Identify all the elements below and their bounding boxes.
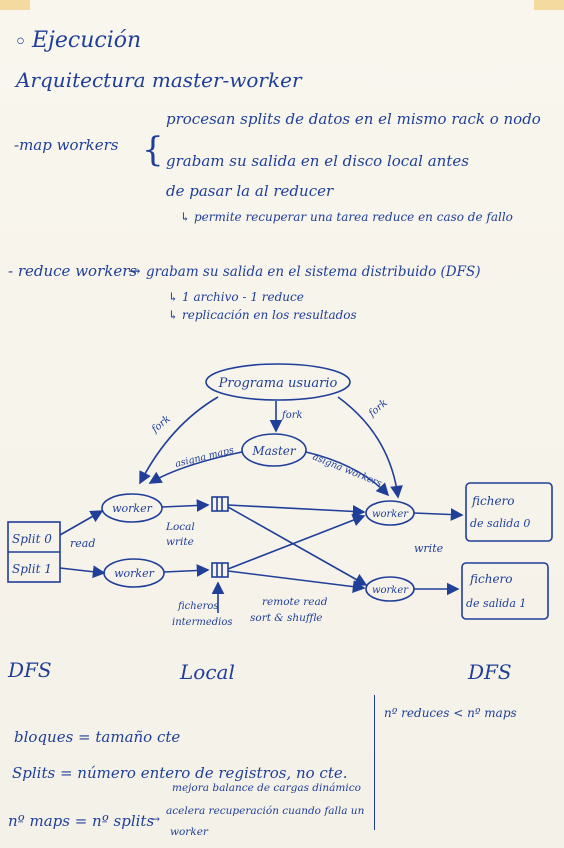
master-label: Master <box>251 444 297 458</box>
map-worker-1-label: worker <box>112 502 152 515</box>
assign-maps-arrow <box>148 451 243 484</box>
assign-maps-label: asigna maps <box>174 445 235 470</box>
reduce-worker-1-label: worker <box>372 509 409 520</box>
note-blocks: bloques = tamaño cte <box>14 728 181 746</box>
local-write-label: Local <box>165 521 195 533</box>
read-label: read <box>70 537 95 550</box>
intermediate-label-a: ficheros <box>177 601 219 612</box>
output-file-1 <box>461 562 549 620</box>
arrow-return-icon: ↳ <box>168 308 179 322</box>
arrow-return-icon: ↳ <box>168 290 179 304</box>
note-splits: Splits = número entero de registros, no … <box>12 764 348 782</box>
write-label: write <box>414 542 444 555</box>
fork-arrow-right <box>337 396 403 499</box>
assign-workers-label: asigna workers <box>311 452 384 490</box>
divider-line <box>374 695 375 830</box>
remote-read-label: remote read <box>262 596 328 608</box>
fork-right-label: fork <box>366 398 390 420</box>
output1-label-a: fichero <box>469 572 513 586</box>
assign-workers-arrow <box>305 451 390 497</box>
split0-label: Split 0 <box>12 532 52 546</box>
intermediate-file-2 <box>211 562 229 578</box>
output0-label-a: fichero <box>471 494 515 508</box>
intermediate-file-1 <box>211 496 229 512</box>
page-corner-mark <box>534 0 564 10</box>
reduce-workers-line1: grabam su salida en el sistema distribui… <box>146 264 481 280</box>
note-maps-detail-1: mejora balance de cargas dinámico <box>172 782 361 794</box>
bullet-icon: ◦ <box>14 30 27 55</box>
program-label: Programa usuario <box>218 376 338 391</box>
map-workers-line3: de pasar la al reducer <box>166 182 334 200</box>
reduce-workers-label: - reduce workers <box>8 262 138 280</box>
page-title: Ejecución <box>32 28 142 53</box>
fork-arrow-left <box>139 396 219 485</box>
intermediate-label-b: intermedios <box>172 617 233 628</box>
map-workers-label: -map workers <box>14 136 119 154</box>
reduce-workers-sub2: replicación en los resultados <box>182 308 357 322</box>
note-maps: nº maps = nº splits <box>8 812 155 830</box>
output0-label-b: de salida 0 <box>470 517 530 530</box>
sort-shuffle-label: sort & shuffle <box>250 612 322 624</box>
output1-label-b: de salida 1 <box>466 597 526 610</box>
local-write-label-2: write <box>166 536 194 548</box>
dfs-label-left: DFS <box>8 658 52 682</box>
output-file-0 <box>465 482 553 542</box>
page-subtitle: Arquitectura master-worker <box>16 68 302 92</box>
arrow-right-icon: → <box>128 262 141 280</box>
note-reduces: nº reduces < nº maps <box>384 706 517 720</box>
program-node <box>205 363 351 401</box>
arrow-return-icon: ↳ <box>180 210 191 224</box>
split1-label: Split 1 <box>12 562 52 576</box>
master-node <box>241 433 307 467</box>
fork-mid-label: fork <box>281 410 303 421</box>
map-worker-2-label: worker <box>114 567 154 580</box>
brace-icon: { <box>142 130 164 170</box>
note-maps-detail-2: acelera recuperación cuando falla un <box>166 805 365 817</box>
arrow-right-icon: → <box>150 812 161 826</box>
map-workers-line2: grabam su salida en el disco local antes <box>166 152 469 170</box>
dfs-label-right: DFS <box>468 660 512 684</box>
mapreduce-diagram: Programa usuario Master fork fork fork a… <box>7 363 553 628</box>
map-workers-note: permite recuperar una tarea reduce en ca… <box>194 210 513 224</box>
local-label: Local <box>180 660 235 684</box>
fork-left-label: fork <box>149 414 173 436</box>
map-worker-node-1 <box>101 493 163 523</box>
page-corner-mark <box>0 0 30 10</box>
note-maps-detail-3: worker <box>170 826 208 838</box>
reduce-worker-2-label: worker <box>372 585 409 596</box>
reduce-workers-sub1: 1 archivo - 1 reduce <box>182 290 304 304</box>
map-workers-line1: procesan splits de datos en el mismo rac… <box>166 110 541 128</box>
